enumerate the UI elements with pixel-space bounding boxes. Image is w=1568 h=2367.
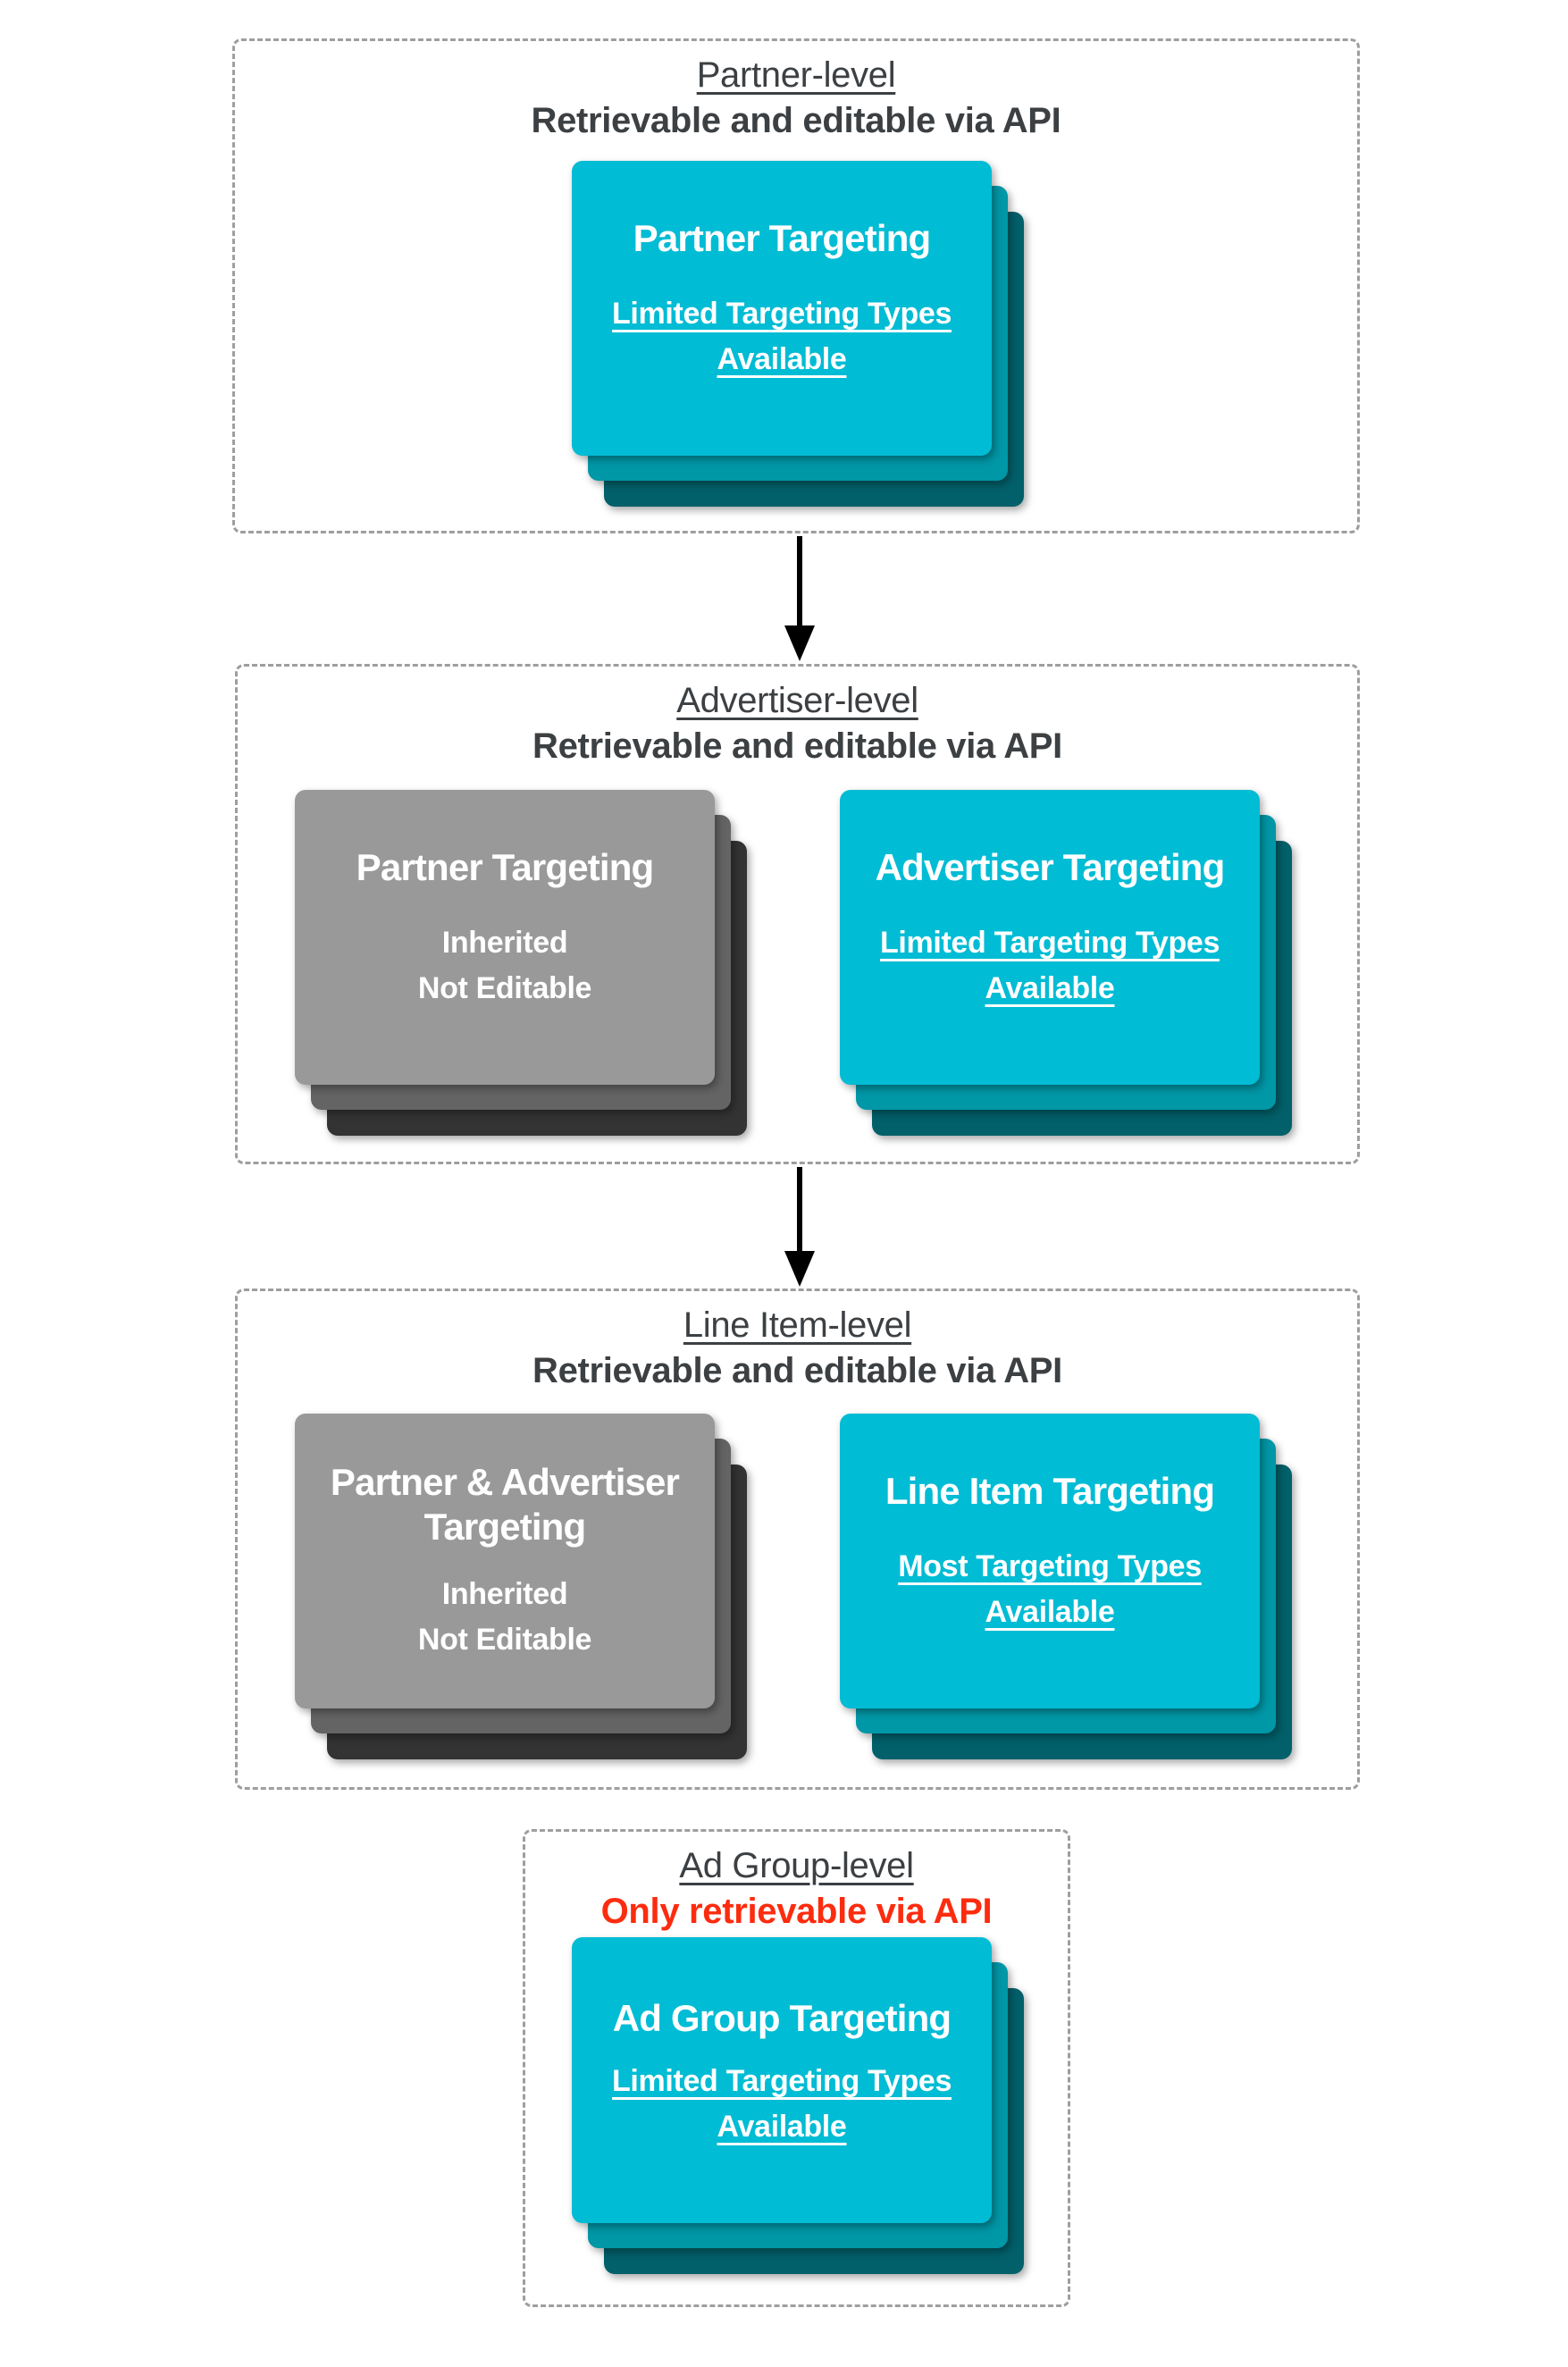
section-subtitle: Retrievable and editable via API <box>532 726 1062 766</box>
section-subtitle: Retrievable and editable via API <box>532 1351 1062 1390</box>
section-title: Advertiser-level <box>676 681 918 720</box>
section-ad-group-level: Ad Group-level Only retrievable via API <box>523 1829 1070 2307</box>
card-line-item-targeting: Line Item Targeting Most Targeting Types… <box>840 1414 1292 1759</box>
section-title: Line Item-level <box>683 1305 912 1345</box>
card-face: Ad Group Targeting Limited Targeting Typ… <box>572 1937 992 2223</box>
card-partner-targeting: Partner Targeting Limited Targeting Type… <box>572 161 1024 507</box>
card-face: Partner Targeting Limited Targeting Type… <box>572 161 992 456</box>
flow-arrow-partner-to-advertiser <box>784 536 815 661</box>
card-inherited-partner-advertiser-targeting: Partner & Advertiser Targeting Inherited… <box>295 1414 747 1759</box>
flow-arrow-advertiser-to-lineitem <box>784 1167 815 1287</box>
arrow-shaft <box>797 1167 802 1255</box>
card-body: Most Targeting Types Available <box>898 1549 1202 1630</box>
arrow-head-icon <box>784 625 815 661</box>
card-title: Ad Group Targeting <box>612 1997 952 2039</box>
card-body: Limited Targeting Types Available <box>611 297 952 377</box>
card-title: Partner & Advertiser Targeting <box>330 1461 680 1549</box>
card-body: Inherited Not Editable <box>417 926 592 1006</box>
card-face: Partner Targeting Inherited Not Editable <box>295 790 715 1085</box>
card-advertiser-targeting: Advertiser Targeting Limited Targeting T… <box>840 790 1292 1136</box>
card-title: Line Item Targeting <box>885 1470 1215 1512</box>
section-heading: Line Item-level Retrievable and editable… <box>238 1302 1357 1393</box>
section-heading: Ad Group-level Only retrievable via API <box>525 1842 1068 1934</box>
section-line-item-level: Line Item-level Retrievable and editable… <box>235 1288 1360 1790</box>
section-subtitle: Only retrievable via API <box>600 1892 993 1931</box>
arrow-head-icon <box>784 1251 815 1287</box>
card-face: Advertiser Targeting Limited Targeting T… <box>840 790 1260 1085</box>
section-title: Partner-level <box>696 55 896 95</box>
card-title: Partner Targeting <box>356 846 655 888</box>
card-body: Inherited Not Editable <box>417 1576 592 1657</box>
card-title: Partner Targeting <box>633 217 932 259</box>
section-heading: Partner-level Retrievable and editable v… <box>235 52 1357 143</box>
card-body: Limited Targeting Types Available <box>611 2064 952 2145</box>
arrow-shaft <box>797 536 802 629</box>
card-title: Advertiser Targeting <box>875 846 1226 888</box>
card-face: Line Item Targeting Most Targeting Types… <box>840 1414 1260 1708</box>
card-face: Partner & Advertiser Targeting Inherited… <box>295 1414 715 1708</box>
card-body: Limited Targeting Types Available <box>879 926 1220 1006</box>
section-partner-level: Partner-level Retrievable and editable v… <box>232 38 1360 533</box>
card-inherited-partner-targeting: Partner Targeting Inherited Not Editable <box>295 790 747 1136</box>
section-advertiser-level: Advertiser-level Retrievable and editabl… <box>235 664 1360 1164</box>
section-title: Ad Group-level <box>679 1846 914 1885</box>
card-ad-group-targeting: Ad Group Targeting Limited Targeting Typ… <box>572 1937 1024 2274</box>
section-subtitle: Retrievable and editable via API <box>531 101 1061 140</box>
section-heading: Advertiser-level Retrievable and editabl… <box>238 677 1357 768</box>
